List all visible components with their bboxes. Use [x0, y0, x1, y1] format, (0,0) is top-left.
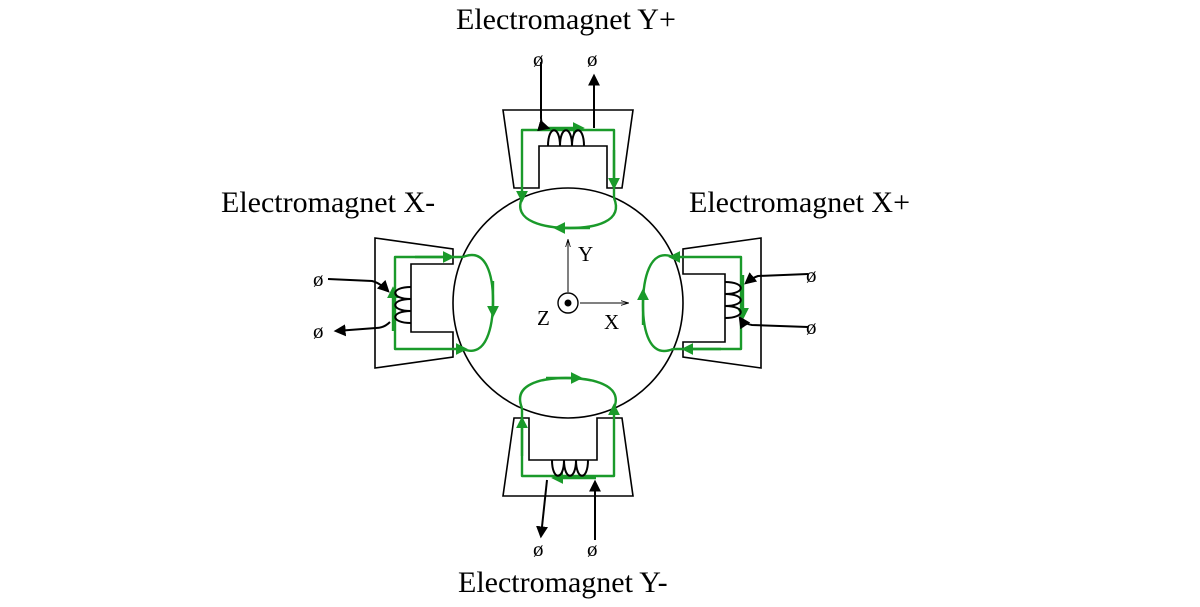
terminal-x-plus-bottom[interactable]: ø: [806, 315, 817, 339]
label-electromagnet-y-minus: Electromagnet Y-: [458, 566, 668, 599]
wires-x-plus: [738, 272, 809, 330]
terminal-y-plus-left[interactable]: ø: [533, 47, 544, 71]
flux-path-y-plus: [516, 122, 620, 234]
coil-y-minus: [551, 459, 589, 477]
wires-x-minus: [327, 278, 391, 337]
flux-path-x-minus: [387, 251, 499, 355]
rotor-circle: [452, 187, 684, 419]
label-electromagnet-x-plus: Electromagnet X+: [689, 186, 910, 219]
axis-label-y: Y: [578, 242, 593, 266]
coil-y-plus: [547, 129, 585, 147]
terminal-y-minus-left[interactable]: ø: [533, 537, 544, 561]
label-electromagnet-x-minus: Electromagnet X-: [221, 186, 435, 219]
flux-path-x-plus: [637, 251, 749, 355]
wires-y-plus: [537, 62, 600, 132]
terminal-x-minus-top[interactable]: ø: [313, 267, 324, 291]
label-electromagnet-y-plus: Electromagnet Y+: [456, 3, 676, 36]
terminal-y-minus-right[interactable]: ø: [587, 537, 598, 561]
coil-x-minus: [394, 286, 412, 324]
terminal-y-plus-right[interactable]: ø: [587, 47, 598, 71]
axis-label-z: Z: [537, 306, 550, 330]
terminal-x-minus-bottom[interactable]: ø: [313, 319, 324, 343]
terminal-x-plus-top[interactable]: ø: [806, 263, 817, 287]
flux-path-y-minus: [516, 372, 620, 484]
coordinate-axes: Y X Z: [537, 240, 628, 334]
wires-y-minus: [536, 479, 601, 540]
axis-label-x: X: [604, 310, 619, 334]
coil-x-plus: [724, 281, 742, 319]
